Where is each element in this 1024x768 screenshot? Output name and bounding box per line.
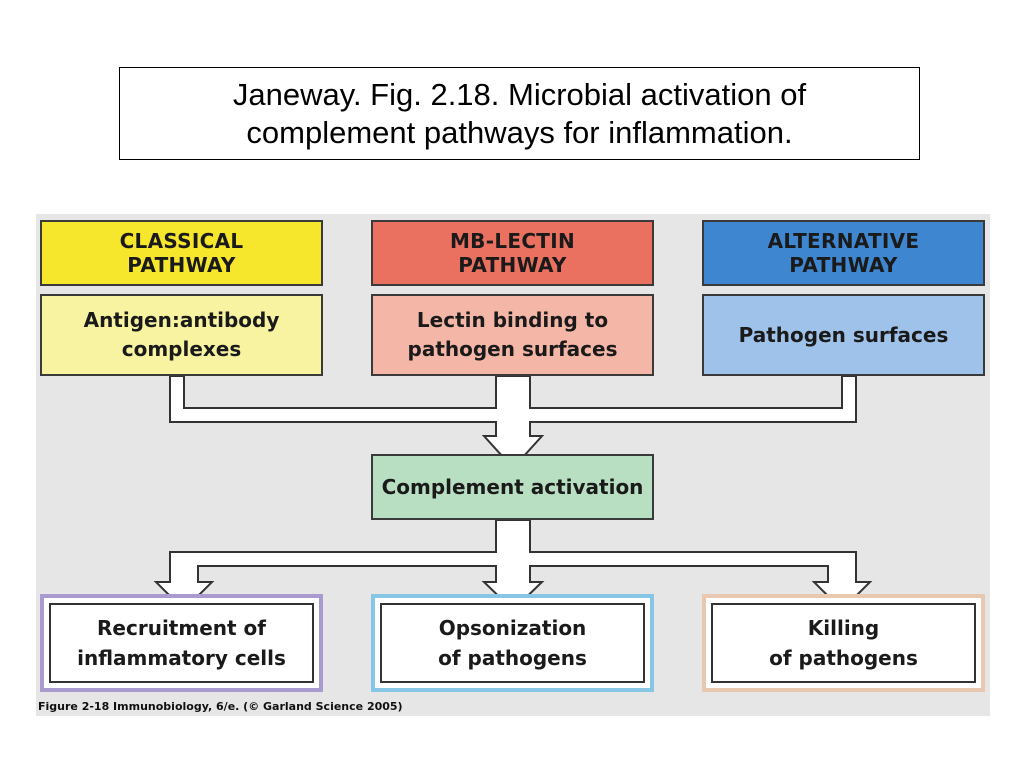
- classical-trigger-line1: Antigen:antibody: [83, 308, 280, 332]
- opsonization-outcome-box: Opsonization of pathogens: [371, 594, 654, 692]
- classical-pathway-header: CLASSICAL PATHWAY: [40, 220, 323, 286]
- killing-line1: Killing: [807, 616, 880, 640]
- killing-line2: of pathogens: [769, 646, 918, 670]
- complement-activation-label: Complement activation: [381, 474, 644, 499]
- recruitment-line2: inflammatory cells: [77, 646, 286, 670]
- mb-lectin-header-line2: PATHWAY: [458, 253, 567, 277]
- complement-activation-box: Complement activation: [371, 454, 654, 520]
- slide-title: Janeway. Fig. 2.18. Microbial activation…: [119, 67, 920, 160]
- mb-lectin-trigger-box: Lectin binding to pathogen surfaces: [371, 294, 654, 376]
- alternative-trigger-line1: Pathogen surfaces: [738, 322, 949, 347]
- alternative-trigger-box: Pathogen surfaces: [702, 294, 985, 376]
- mb-lectin-trigger-line1: Lectin binding to: [416, 308, 609, 332]
- pathway-figure: CLASSICAL PATHWAY MB-LECTIN PATHWAY ALTE…: [36, 214, 990, 716]
- recruitment-outcome-box: Recruitment of inflammatory cells: [40, 594, 323, 692]
- classical-trigger-box: Antigen:antibody complexes: [40, 294, 323, 376]
- alternative-header-line1: ALTERNATIVE: [767, 229, 920, 253]
- classical-header-line2: PATHWAY: [127, 253, 236, 277]
- figure-caption: Figure 2-18 Immunobiology, 6/e. (© Garla…: [38, 700, 403, 713]
- slide-title-line2: complement pathways for inflammation.: [246, 114, 793, 150]
- killing-outcome-box: Killing of pathogens: [702, 594, 985, 692]
- slide-title-line1: Janeway. Fig. 2.18. Microbial activation…: [232, 76, 807, 112]
- alternative-header-line2: PATHWAY: [789, 253, 898, 277]
- mb-lectin-trigger-line2: pathogen surfaces: [407, 337, 618, 361]
- classical-header-line1: CLASSICAL: [119, 229, 244, 253]
- merge-arrow: [169, 375, 857, 470]
- mb-lectin-header-line1: MB-LECTIN: [449, 229, 576, 253]
- opsonization-line1: Opsonization: [438, 616, 587, 640]
- opsonization-line2: of pathogens: [438, 646, 587, 670]
- alternative-pathway-header: ALTERNATIVE PATHWAY: [702, 220, 985, 286]
- mb-lectin-pathway-header: MB-LECTIN PATHWAY: [371, 220, 654, 286]
- recruitment-line1: Recruitment of: [97, 616, 266, 640]
- classical-trigger-line2: complexes: [121, 337, 242, 361]
